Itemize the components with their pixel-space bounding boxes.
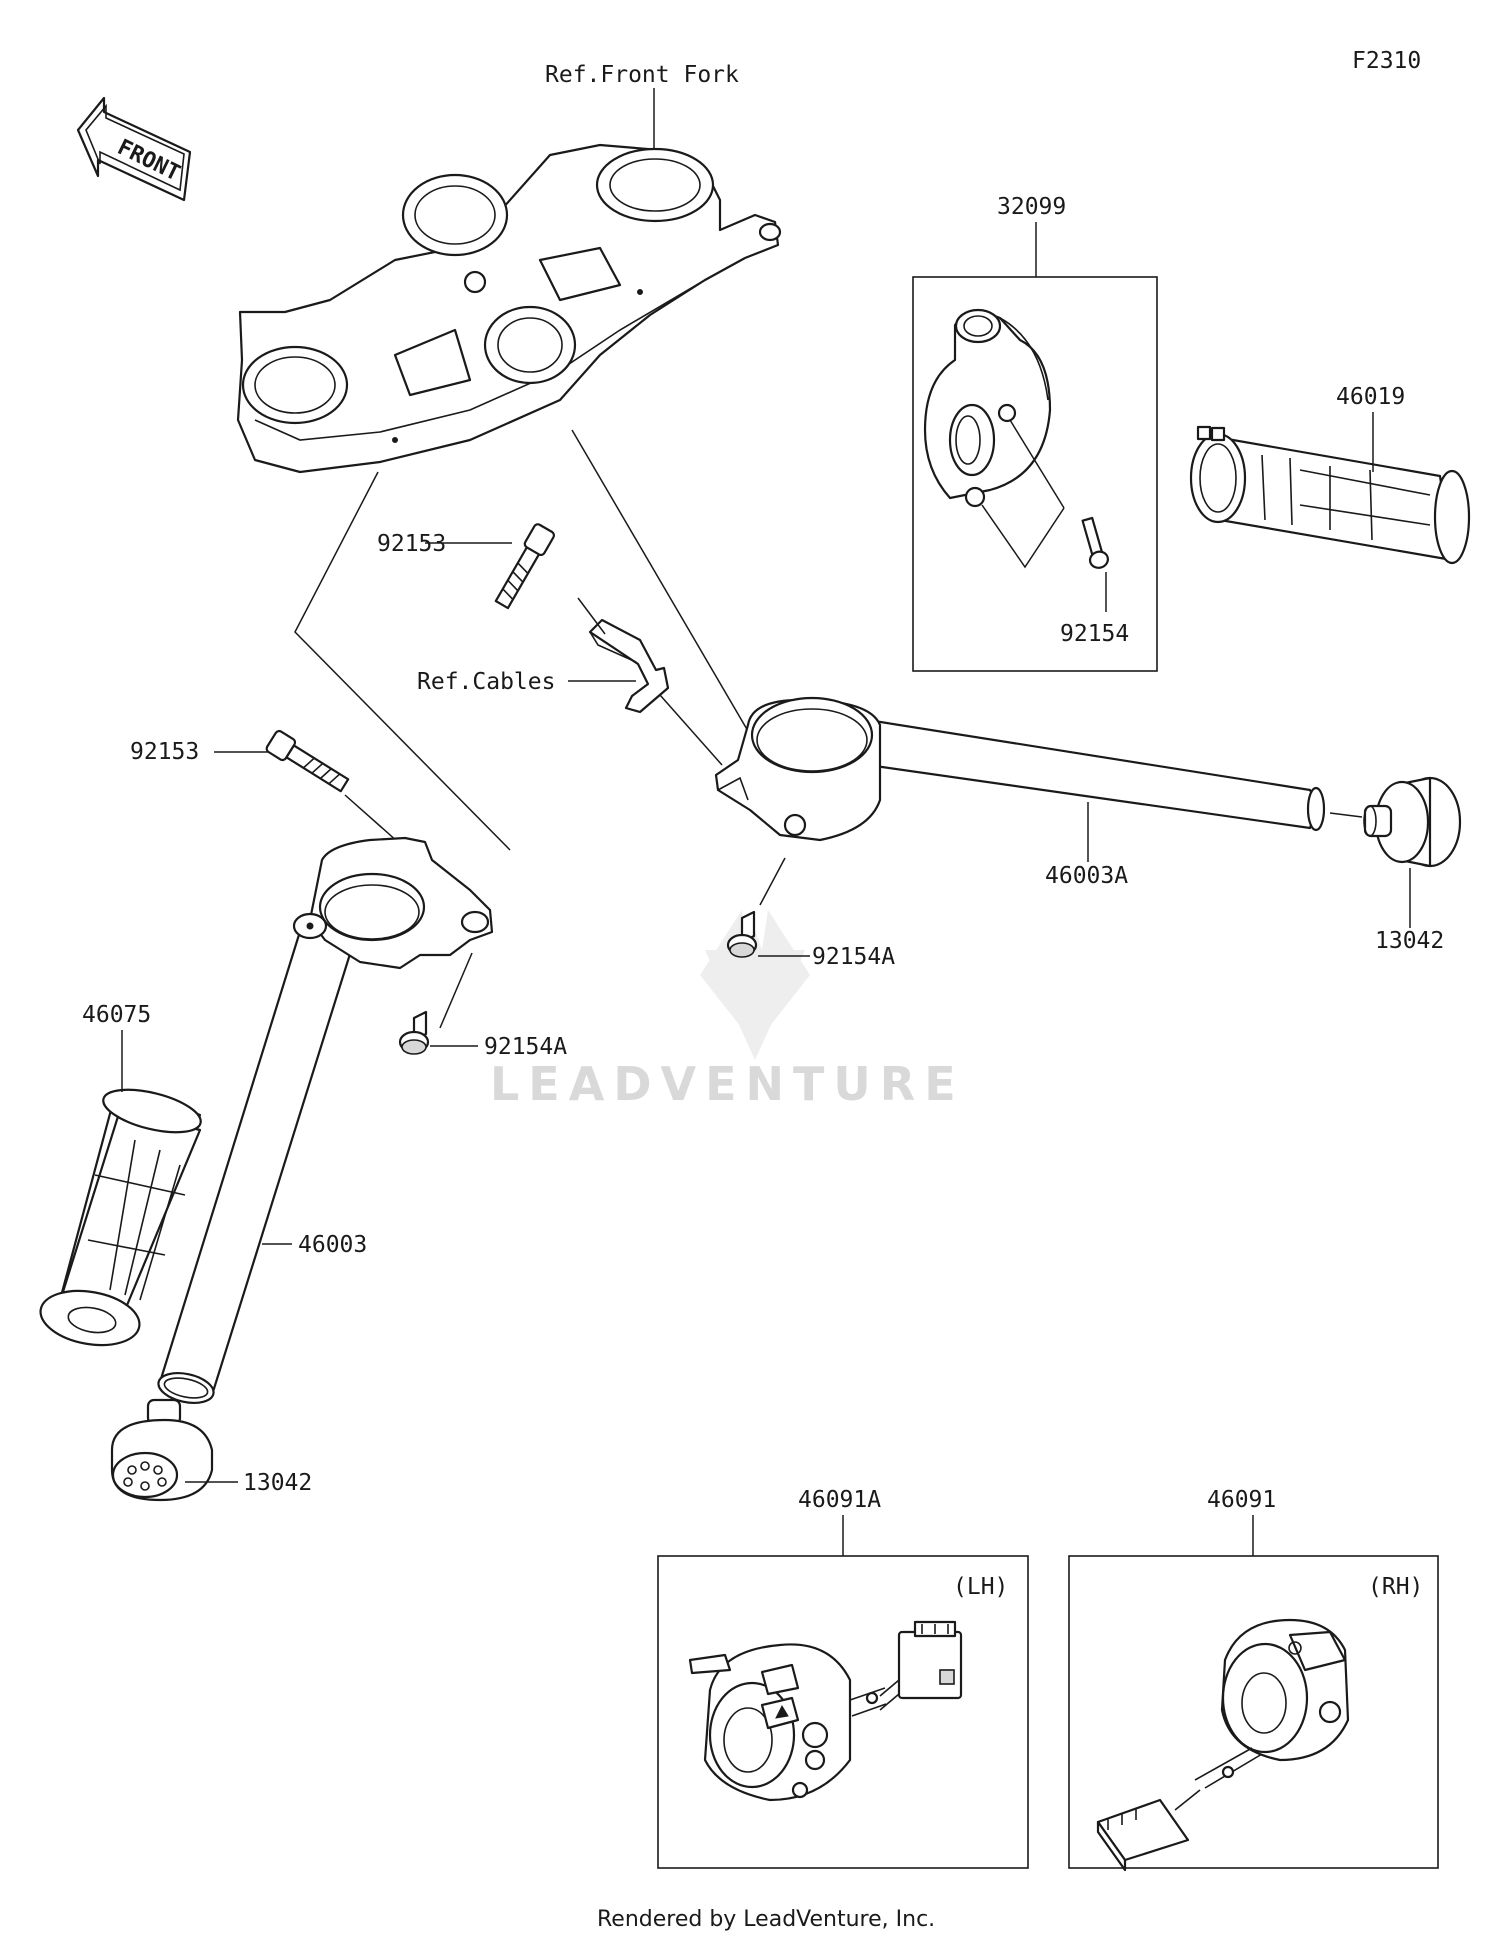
bar-end-13042-left [110, 1398, 214, 1502]
rh-label: (RH) [1368, 1574, 1423, 1600]
cable-bracket [588, 618, 670, 714]
label-92154A-right: 92154A [812, 944, 895, 970]
lh-label: (LH) [953, 1574, 1008, 1600]
lh-switch-46091A [688, 1620, 963, 1802]
left-handlebar-46003 [157, 836, 494, 1404]
label-92153-lower: 92153 [130, 739, 199, 765]
rh-switch-46091 [1096, 1618, 1350, 1872]
bar-end-13042-right [1363, 776, 1462, 868]
screw-92154A-left [398, 1010, 430, 1055]
diagram-code: F2310 [1352, 48, 1421, 74]
label-46019: 46019 [1336, 384, 1405, 410]
label-46003A: 46003A [1045, 863, 1128, 889]
right-handlebar-46003A [714, 696, 1326, 842]
top-triple-clamp [236, 143, 782, 474]
label-32099: 32099 [997, 194, 1066, 220]
label-46003: 46003 [298, 1232, 367, 1258]
label-92154: 92154 [1060, 621, 1129, 647]
bolt-92153-lower [265, 729, 350, 793]
label-46091: 46091 [1207, 1487, 1276, 1513]
label-46075: 46075 [82, 1002, 151, 1028]
front-arrow-icon: FRONT [76, 96, 192, 202]
label-92154A-left: 92154A [484, 1034, 567, 1060]
ref-cables-label: Ref.Cables [417, 669, 555, 695]
throttle-housing-32099 [923, 308, 1052, 508]
label-46091A: 46091A [798, 1487, 881, 1513]
label-92153-upper: 92153 [377, 531, 446, 557]
grip-46019 [1189, 425, 1471, 565]
watermark-text: LEADVENTURE [490, 1057, 965, 1111]
grip-46075 [39, 1088, 202, 1347]
ref-front-fork-label: Ref.Front Fork [545, 62, 739, 88]
label-13042-right: 13042 [1375, 928, 1444, 954]
throttle-housing-box [912, 276, 1158, 672]
label-13042-left: 13042 [243, 1470, 312, 1496]
footer-credit: Rendered by LeadVenture, Inc. [597, 1907, 935, 1932]
bolt-92153-upper [494, 523, 556, 610]
screw-92154A-right [726, 910, 758, 958]
screw-92154 [1081, 516, 1109, 569]
